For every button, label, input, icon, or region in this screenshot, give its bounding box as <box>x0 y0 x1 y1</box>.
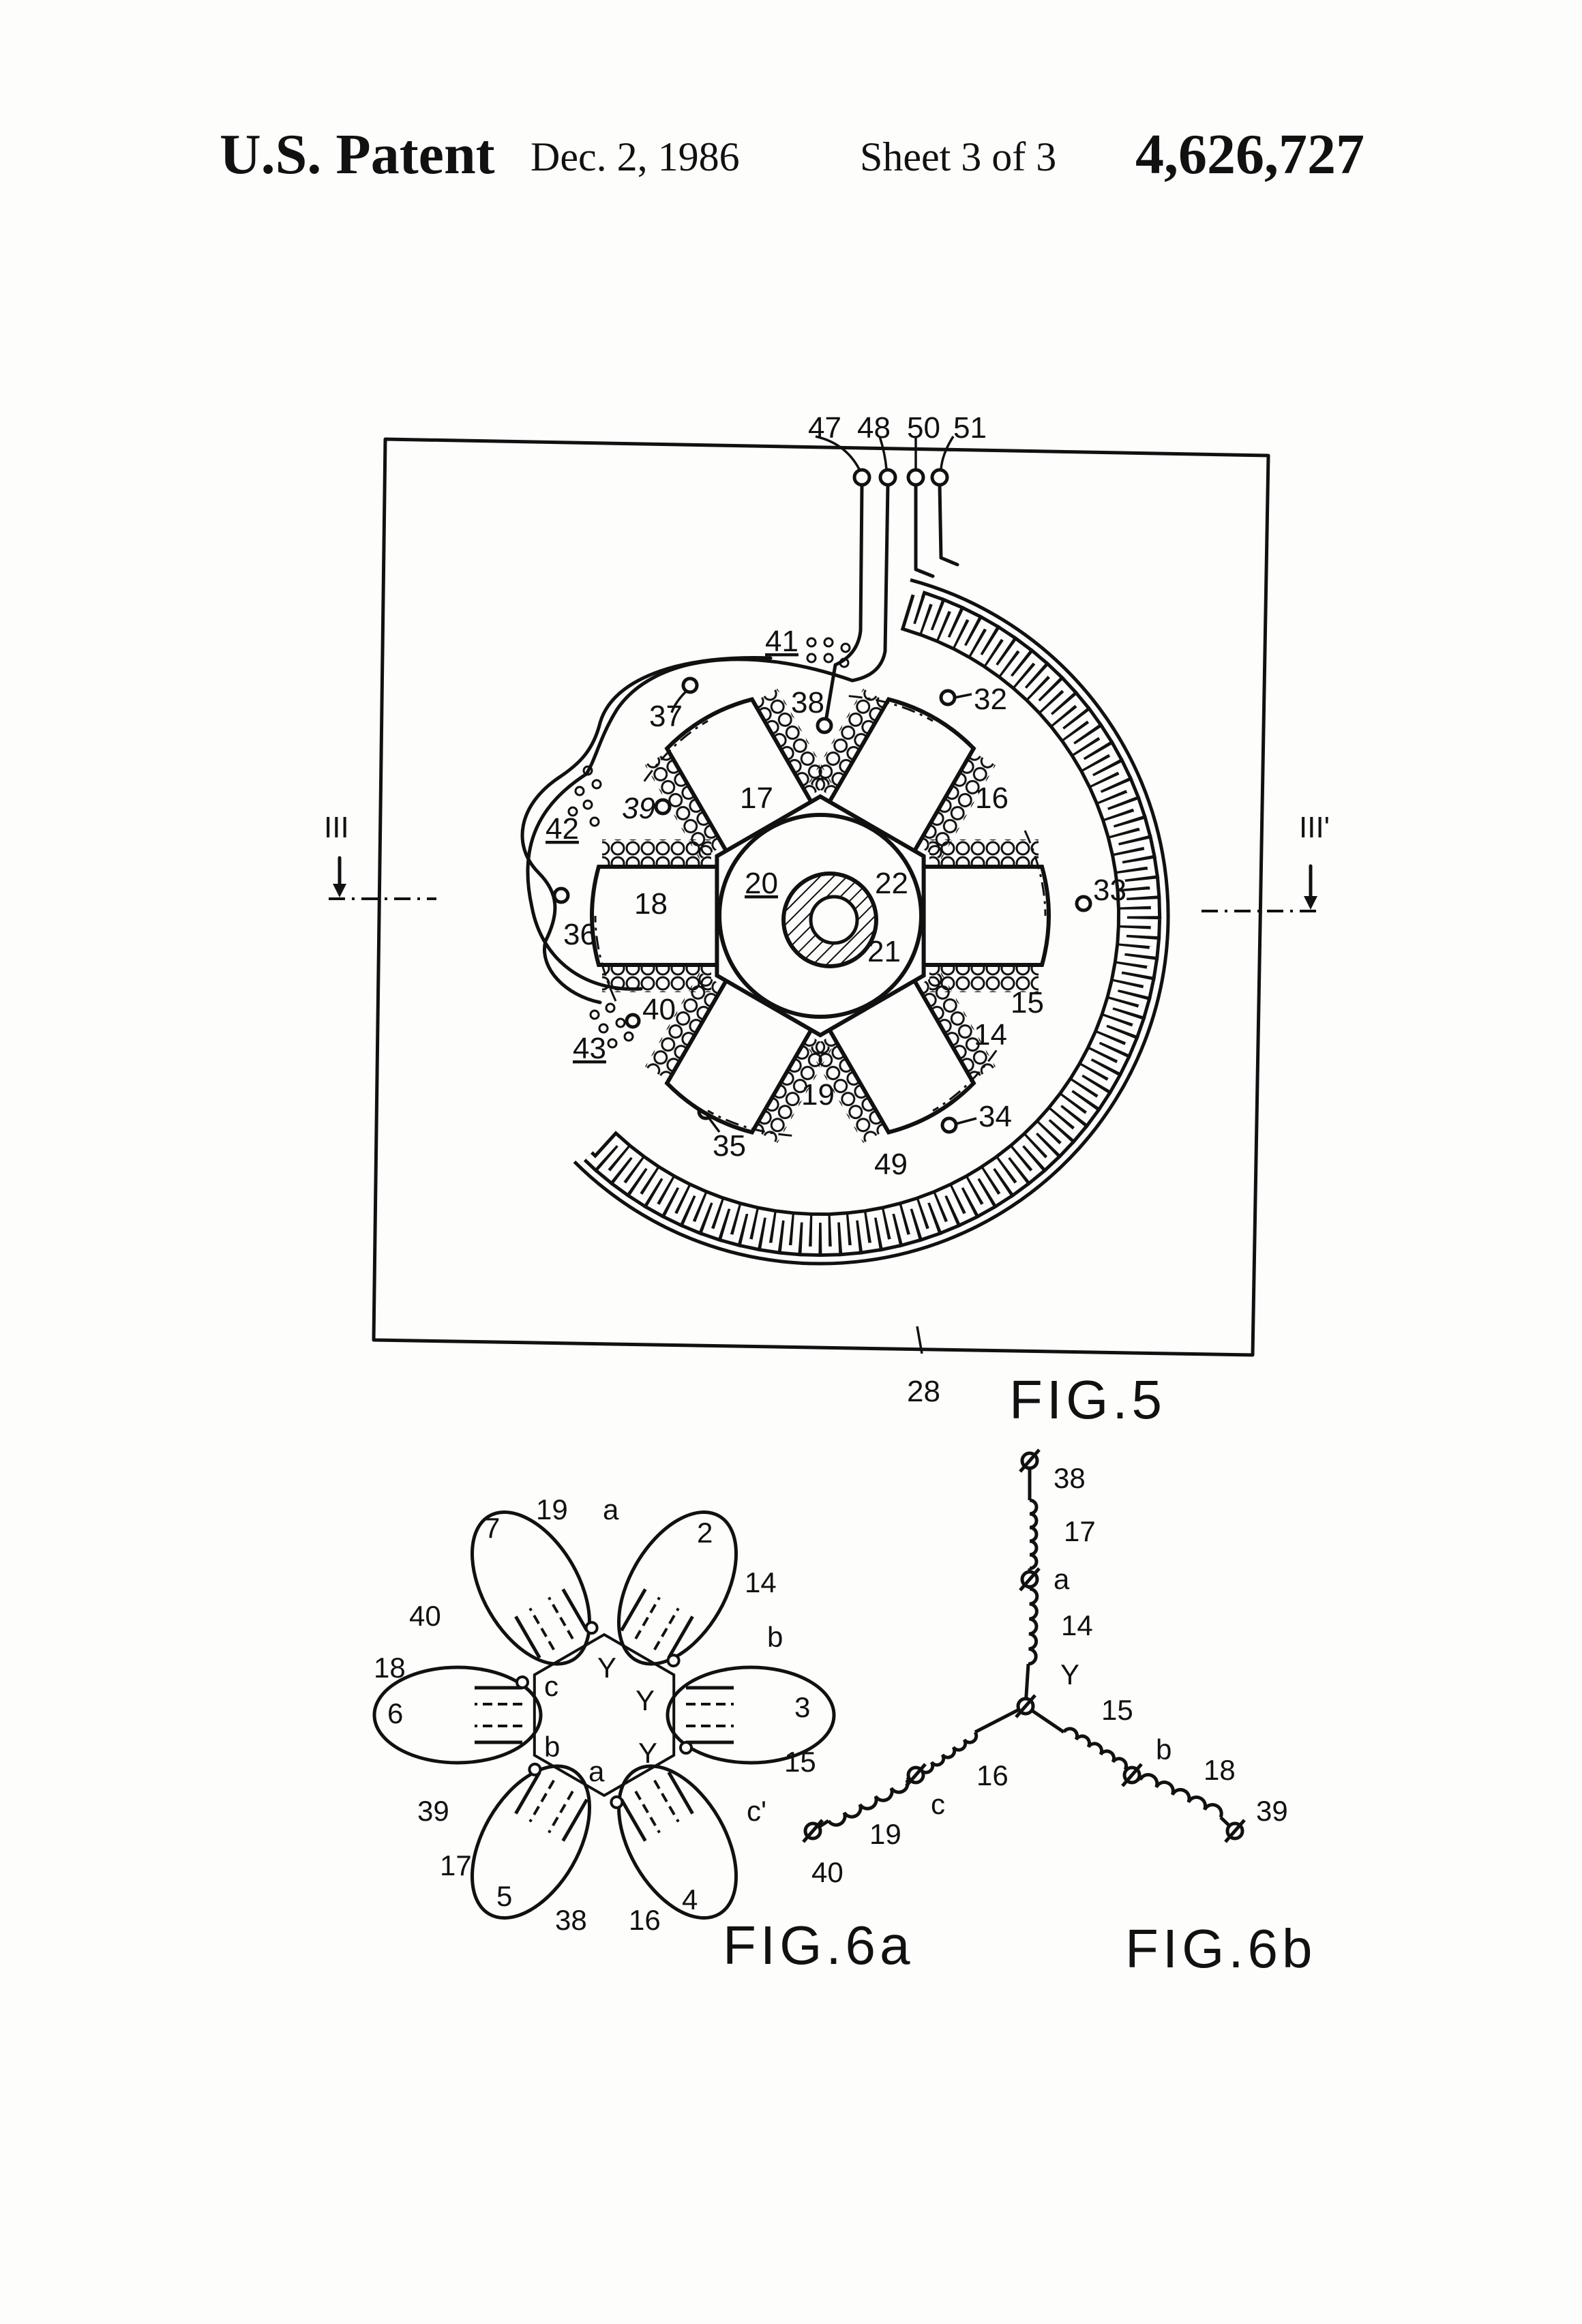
coil-winding <box>602 966 711 992</box>
ref-label: Y <box>638 1737 657 1769</box>
ref-label: 39 <box>622 792 655 825</box>
ref-label: 35 <box>713 1129 746 1163</box>
ref-label: b <box>544 1731 560 1763</box>
terminal-node <box>586 1622 597 1633</box>
terminal-node <box>681 1742 691 1753</box>
ref-label: 7 <box>484 1512 500 1544</box>
figure-5: 47 48 50 51 41 38 32 37 17 16 39 42 20 2… <box>324 411 1330 1430</box>
ref-label: 51 <box>953 411 987 445</box>
ref-label: 17 <box>740 781 773 815</box>
ref-label: 48 <box>857 411 891 445</box>
ref-label: 34 <box>979 1100 1012 1133</box>
ref-label: 19 <box>869 1818 901 1850</box>
ref-label: 43 <box>573 1032 606 1065</box>
terminal-node <box>668 1655 679 1666</box>
ref-label: 14 <box>1061 1609 1093 1641</box>
ref-label: 33 <box>1093 874 1126 907</box>
ref-label: 19 <box>536 1493 568 1525</box>
ref-label: 32 <box>974 683 1007 716</box>
winding-coil <box>1064 1729 1126 1770</box>
ref-label: 49 <box>874 1148 908 1181</box>
ref-label: 50 <box>907 411 940 445</box>
ref-label: 2 <box>697 1517 713 1549</box>
ref-label: 38 <box>791 686 824 719</box>
pole-arm <box>923 867 1049 965</box>
ref-label: 20 <box>745 867 778 900</box>
winding-coil <box>1030 1500 1036 1568</box>
ref-label: a <box>588 1755 605 1787</box>
section-label: III <box>324 811 349 844</box>
figure-6b-caption: FIG.6b <box>1125 1918 1317 1979</box>
ref-label: 39 <box>417 1795 449 1827</box>
ref-label: 16 <box>629 1904 661 1936</box>
figure-6a-caption: FIG.6a <box>723 1915 914 1976</box>
section-label: III' <box>1299 811 1330 844</box>
ref-label: 17 <box>440 1849 472 1881</box>
ref-label: 38 <box>1054 1462 1086 1494</box>
ref-label: 28 <box>907 1375 940 1408</box>
ref-label: 18 <box>634 887 668 921</box>
star-connection-schematic <box>803 1450 1244 1842</box>
ref-label: Y <box>1060 1658 1079 1690</box>
ref-label: 38 <box>555 1904 587 1936</box>
terminal-node <box>517 1677 528 1688</box>
ref-label: 36 <box>563 918 597 951</box>
ref-label: 47 <box>808 411 841 445</box>
ref-label: c <box>544 1670 558 1702</box>
ref-label: 6 <box>387 1697 403 1729</box>
ref-label: 18 <box>374 1652 406 1684</box>
ref-label: 15 <box>784 1746 816 1778</box>
ref-label: 19 <box>801 1078 835 1112</box>
ref-label: 14 <box>745 1566 777 1598</box>
ref-label: 17 <box>1064 1515 1096 1547</box>
ref-label: a <box>1054 1563 1070 1595</box>
ref-label: 15 <box>1101 1694 1133 1726</box>
ref-label: 39 <box>1256 1795 1288 1827</box>
winding-coil <box>1028 1589 1037 1664</box>
figure-5-caption: FIG.5 <box>1009 1369 1166 1430</box>
winding-coil <box>921 1732 976 1772</box>
ref-label: 14 <box>974 1018 1007 1052</box>
ref-label: c' <box>747 1795 766 1827</box>
ref-label: 40 <box>409 1600 441 1632</box>
ref-label: 15 <box>1011 986 1044 1019</box>
ref-label: b <box>767 1621 783 1653</box>
shaft <box>811 897 857 943</box>
ref-label: b <box>1156 1733 1171 1766</box>
terminal-node <box>529 1764 540 1775</box>
ref-label: a <box>603 1493 619 1525</box>
ref-label: 16 <box>975 781 1009 815</box>
ref-label: 37 <box>649 700 683 733</box>
figure-6b-reference-labels: 38 17 a 14 Y 15 b 18 39 16 c 19 40 <box>811 1462 1288 1888</box>
ref-label: 16 <box>976 1759 1009 1791</box>
ref-label: 4 <box>682 1883 698 1916</box>
terminal-node <box>611 1797 622 1808</box>
ref-label: 3 <box>794 1691 810 1723</box>
figure-6b: 38 17 a 14 Y 15 b 18 39 16 c 19 40 FIG.6… <box>803 1450 1317 1979</box>
ref-label: 42 <box>546 812 579 846</box>
ref-label: c <box>931 1788 945 1820</box>
figure-6a: 7 19 a 2 14 40 b 18 c Y Y 6 3 b Y 15 39 … <box>374 1492 914 1976</box>
pole-coil-outline <box>448 1492 614 1684</box>
ref-label: 41 <box>765 625 799 658</box>
ref-label: 22 <box>875 867 908 900</box>
ref-label: 40 <box>642 993 676 1026</box>
ref-label: 18 <box>1204 1754 1236 1786</box>
ref-label: Y <box>597 1652 616 1684</box>
ref-label: 40 <box>811 1856 844 1888</box>
ref-label: 5 <box>496 1880 512 1912</box>
pole-coil-outline <box>595 1746 760 1938</box>
ref-label: Y <box>636 1684 655 1716</box>
ref-label: 21 <box>867 935 901 968</box>
